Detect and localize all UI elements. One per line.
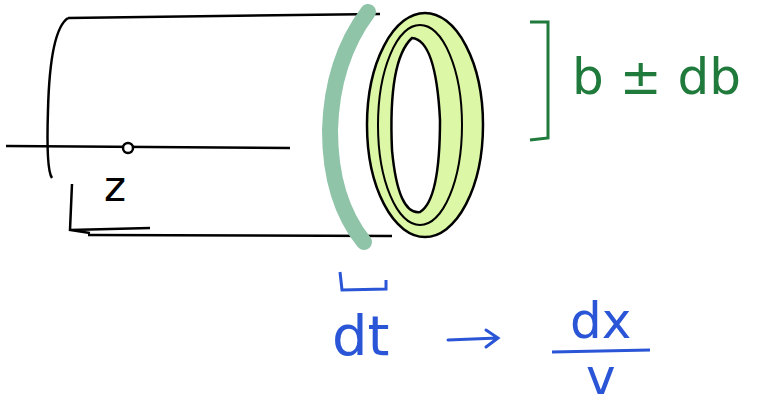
radius-bracket xyxy=(530,22,548,140)
thickness-bracket xyxy=(340,272,386,290)
cylinder-bottom-edge xyxy=(88,235,392,236)
cylinder-top-edge xyxy=(68,14,380,18)
axis-point xyxy=(123,143,133,153)
axial-position: z xyxy=(104,166,126,208)
end-face-inner-rim xyxy=(378,25,462,225)
cylinder-left-end xyxy=(48,18,69,178)
end-hole xyxy=(391,38,440,212)
end-face xyxy=(367,13,483,237)
arrow-symbol xyxy=(448,330,498,347)
axis-line xyxy=(6,146,290,148)
slice-band xyxy=(330,12,368,242)
time-interval: dt xyxy=(332,308,390,364)
fraction-numerator: dx xyxy=(570,296,631,346)
impact-parameter: b ± db xyxy=(572,52,741,102)
fraction-denominator: v xyxy=(586,352,616,402)
